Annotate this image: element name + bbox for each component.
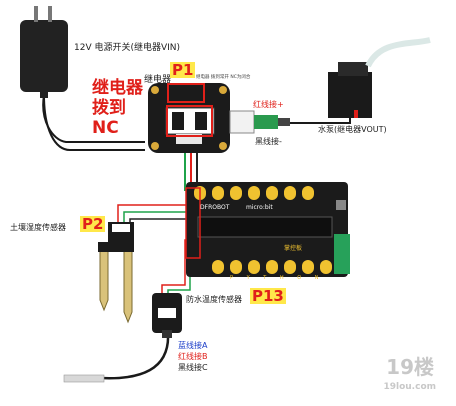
soil-moisture-sensor bbox=[98, 222, 134, 324]
board-name: micro:bit bbox=[246, 204, 273, 211]
blue-wire-a-label: 蓝线接A bbox=[178, 341, 208, 350]
watermark-url: 19lou.com bbox=[383, 382, 436, 392]
board-brand2: 掌控板 bbox=[284, 245, 303, 252]
p1-badge: P1 bbox=[170, 61, 196, 79]
expansion-board bbox=[185, 182, 350, 277]
p2-badge: P2 bbox=[80, 215, 106, 233]
waterproof-temp-sensor bbox=[152, 293, 182, 338]
pump-label: 水泵(继电器VOUT) bbox=[318, 125, 387, 134]
water-pump bbox=[328, 37, 431, 118]
board-pin-labels: P Y T H O N bbox=[230, 275, 325, 281]
black-wire-c-label: 黑线接C bbox=[178, 363, 208, 372]
board-brand: DFROBOT bbox=[200, 204, 230, 211]
power-cable bbox=[43, 94, 145, 151]
red-wire-b-label: 红线接B bbox=[178, 352, 208, 361]
temp-sensor-label: 防水温度传感器 bbox=[186, 295, 242, 304]
p13-badge: P13 bbox=[250, 287, 286, 305]
relay-tiny-note: 继电器 拨到常开 NC为闭合 bbox=[196, 75, 251, 80]
red-wire-label: 红线接+ bbox=[253, 100, 284, 109]
temp-probe-cable bbox=[65, 332, 170, 380]
soil-sensor-label: 土壤湿度传感器 bbox=[10, 223, 66, 232]
power-adapter-label: 12V 电源开关(继电器VIN) bbox=[74, 43, 181, 53]
relay-module bbox=[148, 83, 290, 153]
black-wire-label: 黑线接- bbox=[255, 137, 282, 146]
watermark-logo: 19楼 bbox=[386, 355, 434, 379]
relay-label: 继电器 bbox=[144, 75, 172, 85]
power-adapter bbox=[20, 6, 68, 98]
relay-switch-note: 继电器拨到NC bbox=[92, 78, 143, 138]
